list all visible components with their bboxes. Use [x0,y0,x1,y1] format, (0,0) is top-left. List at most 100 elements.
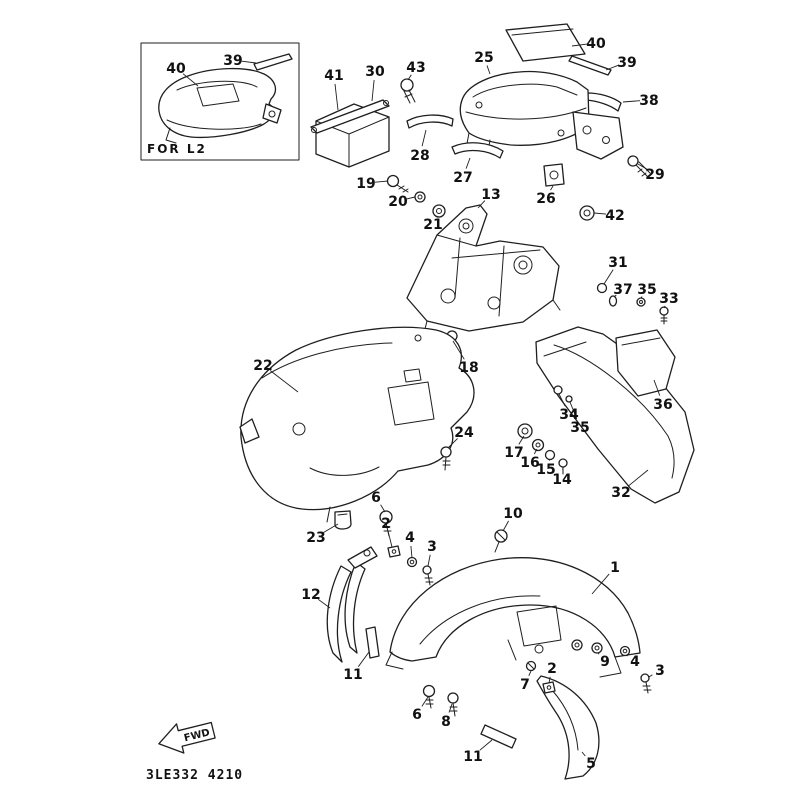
part-11-strip-a [365,626,380,659]
callout-8: 8 [441,714,451,730]
callout-16: 16 [520,455,539,471]
part-20-nut [414,191,426,203]
part-11-strip-b [480,724,517,749]
detail-line [621,337,661,346]
detail-bolt-shaft [660,314,668,325]
detail-bolt-shaft [403,89,416,104]
part-21-grommet [432,204,446,218]
bracket-trim-assembly [310,78,504,218]
leader-line [637,163,648,170]
callout-17: 17 [504,445,523,461]
leader-line [613,294,617,298]
leader-line [447,438,458,449]
part-27-trim [451,142,504,159]
callout-5: 5 [586,756,596,772]
leader-line [663,305,666,309]
part-29-bolt [627,155,639,167]
detail-hole [594,645,600,651]
callout-4: 4 [405,530,415,546]
detail-hole [292,422,306,436]
callout-24: 24 [454,425,474,441]
leader-line [357,651,370,667]
callout-32: 32 [611,485,630,501]
callout-40: 40 [166,61,186,77]
leader-line [421,696,429,707]
callout-37: 37 [613,282,632,298]
detail-tab [262,103,282,124]
leader-line [597,652,600,655]
detail-line [551,689,579,751]
callout-39: 39 [223,53,242,69]
detail-line [516,605,562,647]
detail-bolt-shaft [442,456,451,471]
callout-13: 13 [481,187,500,203]
part-16-washer [531,438,545,452]
callout-12: 12 [301,587,320,603]
leader-line [182,73,199,87]
part-22-rear-fender-front [240,326,475,511]
detail-bolt-shaft [425,696,434,709]
part-4-washer-b [619,645,631,657]
detail-line [196,83,240,107]
part-40-panel [505,23,586,62]
detail-hole [557,129,565,137]
callout-11: 11 [463,749,482,765]
part-36-cover [615,329,676,397]
detail-hole [534,644,544,654]
leader-line [387,531,393,548]
detail-hole [513,255,533,275]
detail-hole [583,209,591,217]
part-3-bolt [422,565,432,575]
callout-9: 9 [600,654,610,670]
fwd-arrow-shape [158,721,216,754]
leader-line [533,448,538,455]
rear-fender-front-assembly [239,326,475,530]
detail-line [385,639,622,678]
leader-line [502,520,509,532]
leader-line [241,60,257,64]
callout-38: 38 [639,93,658,109]
detail-hole [639,300,643,304]
callout-36: 36 [653,397,672,413]
callout-22: 22 [253,358,272,374]
callout-4: 4 [630,654,640,670]
part-2-nut [387,545,401,558]
part-34-nut [553,385,563,395]
callout-25: 25 [474,50,493,66]
detail-line [422,234,561,344]
detail-tab [239,418,260,444]
detail-hole [311,127,317,133]
detail-hole [383,100,389,106]
detail-hole [546,685,552,690]
leader-line [410,545,413,559]
detail-stay-top [347,546,378,569]
callout-2: 2 [381,516,391,532]
detail-line [543,341,587,357]
detail-bolt-shaft [396,184,409,193]
leader-line [479,739,493,751]
part-2-nut-b [542,681,556,694]
leader-line [581,751,586,757]
leader-line [593,212,607,215]
callout-28: 28 [410,148,429,164]
leader-line [622,100,641,103]
detail-hole [549,170,559,180]
fwd-arrow: FWD [158,721,216,754]
detail-line [261,342,393,379]
rear-cowl-assembly [459,23,651,187]
detail-bolt-shaft [424,573,434,586]
detail-line [472,83,578,98]
detail-hole [521,427,529,435]
leader-line [406,196,416,200]
rear-fender-rear-assembly [517,282,695,504]
callout-18: 18 [459,360,478,376]
callout-43: 43 [406,60,425,76]
detail-hole [417,194,423,200]
callout-20: 20 [388,194,408,210]
callout-6: 6 [371,490,381,506]
callout-14: 14 [552,472,572,488]
detail-hole [582,125,592,135]
part-6-bolt-b [422,684,436,698]
callout-42: 42 [605,208,624,224]
